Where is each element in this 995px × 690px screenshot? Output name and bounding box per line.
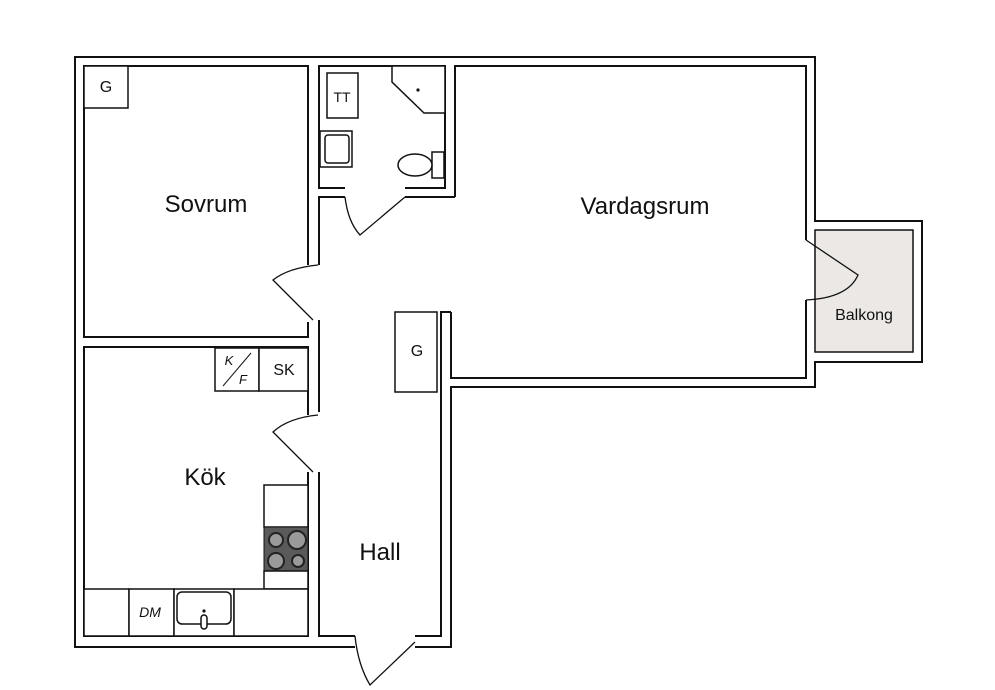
room-label-hall: Hall: [359, 539, 400, 566]
outer-wall: [74, 56, 923, 648]
dishwasher: [128, 588, 175, 637]
storage-cabinet-label: SK: [273, 362, 295, 379]
fridge-freezer-divider: [222, 352, 252, 387]
storage-cabinet: [258, 347, 309, 392]
faucet-dot: [202, 609, 206, 613]
bedroom-wall: [83, 65, 309, 338]
burner: [291, 554, 305, 568]
balcony-floor: [814, 229, 914, 353]
washing-machine: [326, 72, 359, 119]
dishwasher-label: DM: [139, 604, 161, 620]
toilet-bowl: [397, 153, 433, 177]
entrance-door[interactable]: [354, 635, 416, 687]
living-room-wall: [450, 65, 807, 379]
shower-drain: [416, 88, 420, 92]
hall-wardrobe-label: G: [411, 343, 423, 360]
room-label-sovrum: Sovrum: [165, 191, 248, 218]
counter-unit: [233, 588, 309, 637]
hall-wardrobe: [394, 311, 438, 393]
bathroom-door[interactable]: [344, 196, 406, 236]
burner: [287, 530, 307, 550]
room-label-kok: Kök: [184, 464, 226, 491]
room-label-balkong: Balkong: [835, 307, 893, 324]
burner: [268, 532, 284, 548]
kitchen-door[interactable]: [272, 414, 319, 473]
kitchen-cabinet: [263, 570, 309, 590]
toilet-tank: [431, 151, 445, 179]
bedroom-door[interactable]: [272, 264, 319, 321]
bedroom-wardrobe: [83, 65, 129, 109]
bedroom-wardrobe-label: G: [100, 79, 112, 96]
bathroom-wall: [318, 65, 446, 189]
fridge-label: K: [225, 353, 235, 368]
room-label-vardagsrum: Vardagsrum: [581, 193, 710, 220]
burner: [267, 552, 285, 570]
freezer-label: F: [239, 372, 248, 387]
counter-unit: [83, 588, 130, 637]
bathroom-sink-basin: [324, 134, 350, 164]
washing-machine-label: TT: [333, 89, 351, 105]
balcony-door[interactable]: [805, 239, 859, 301]
faucet: [200, 614, 208, 630]
hall-wall: [318, 196, 455, 637]
kitchen-cabinet: [263, 484, 309, 528]
